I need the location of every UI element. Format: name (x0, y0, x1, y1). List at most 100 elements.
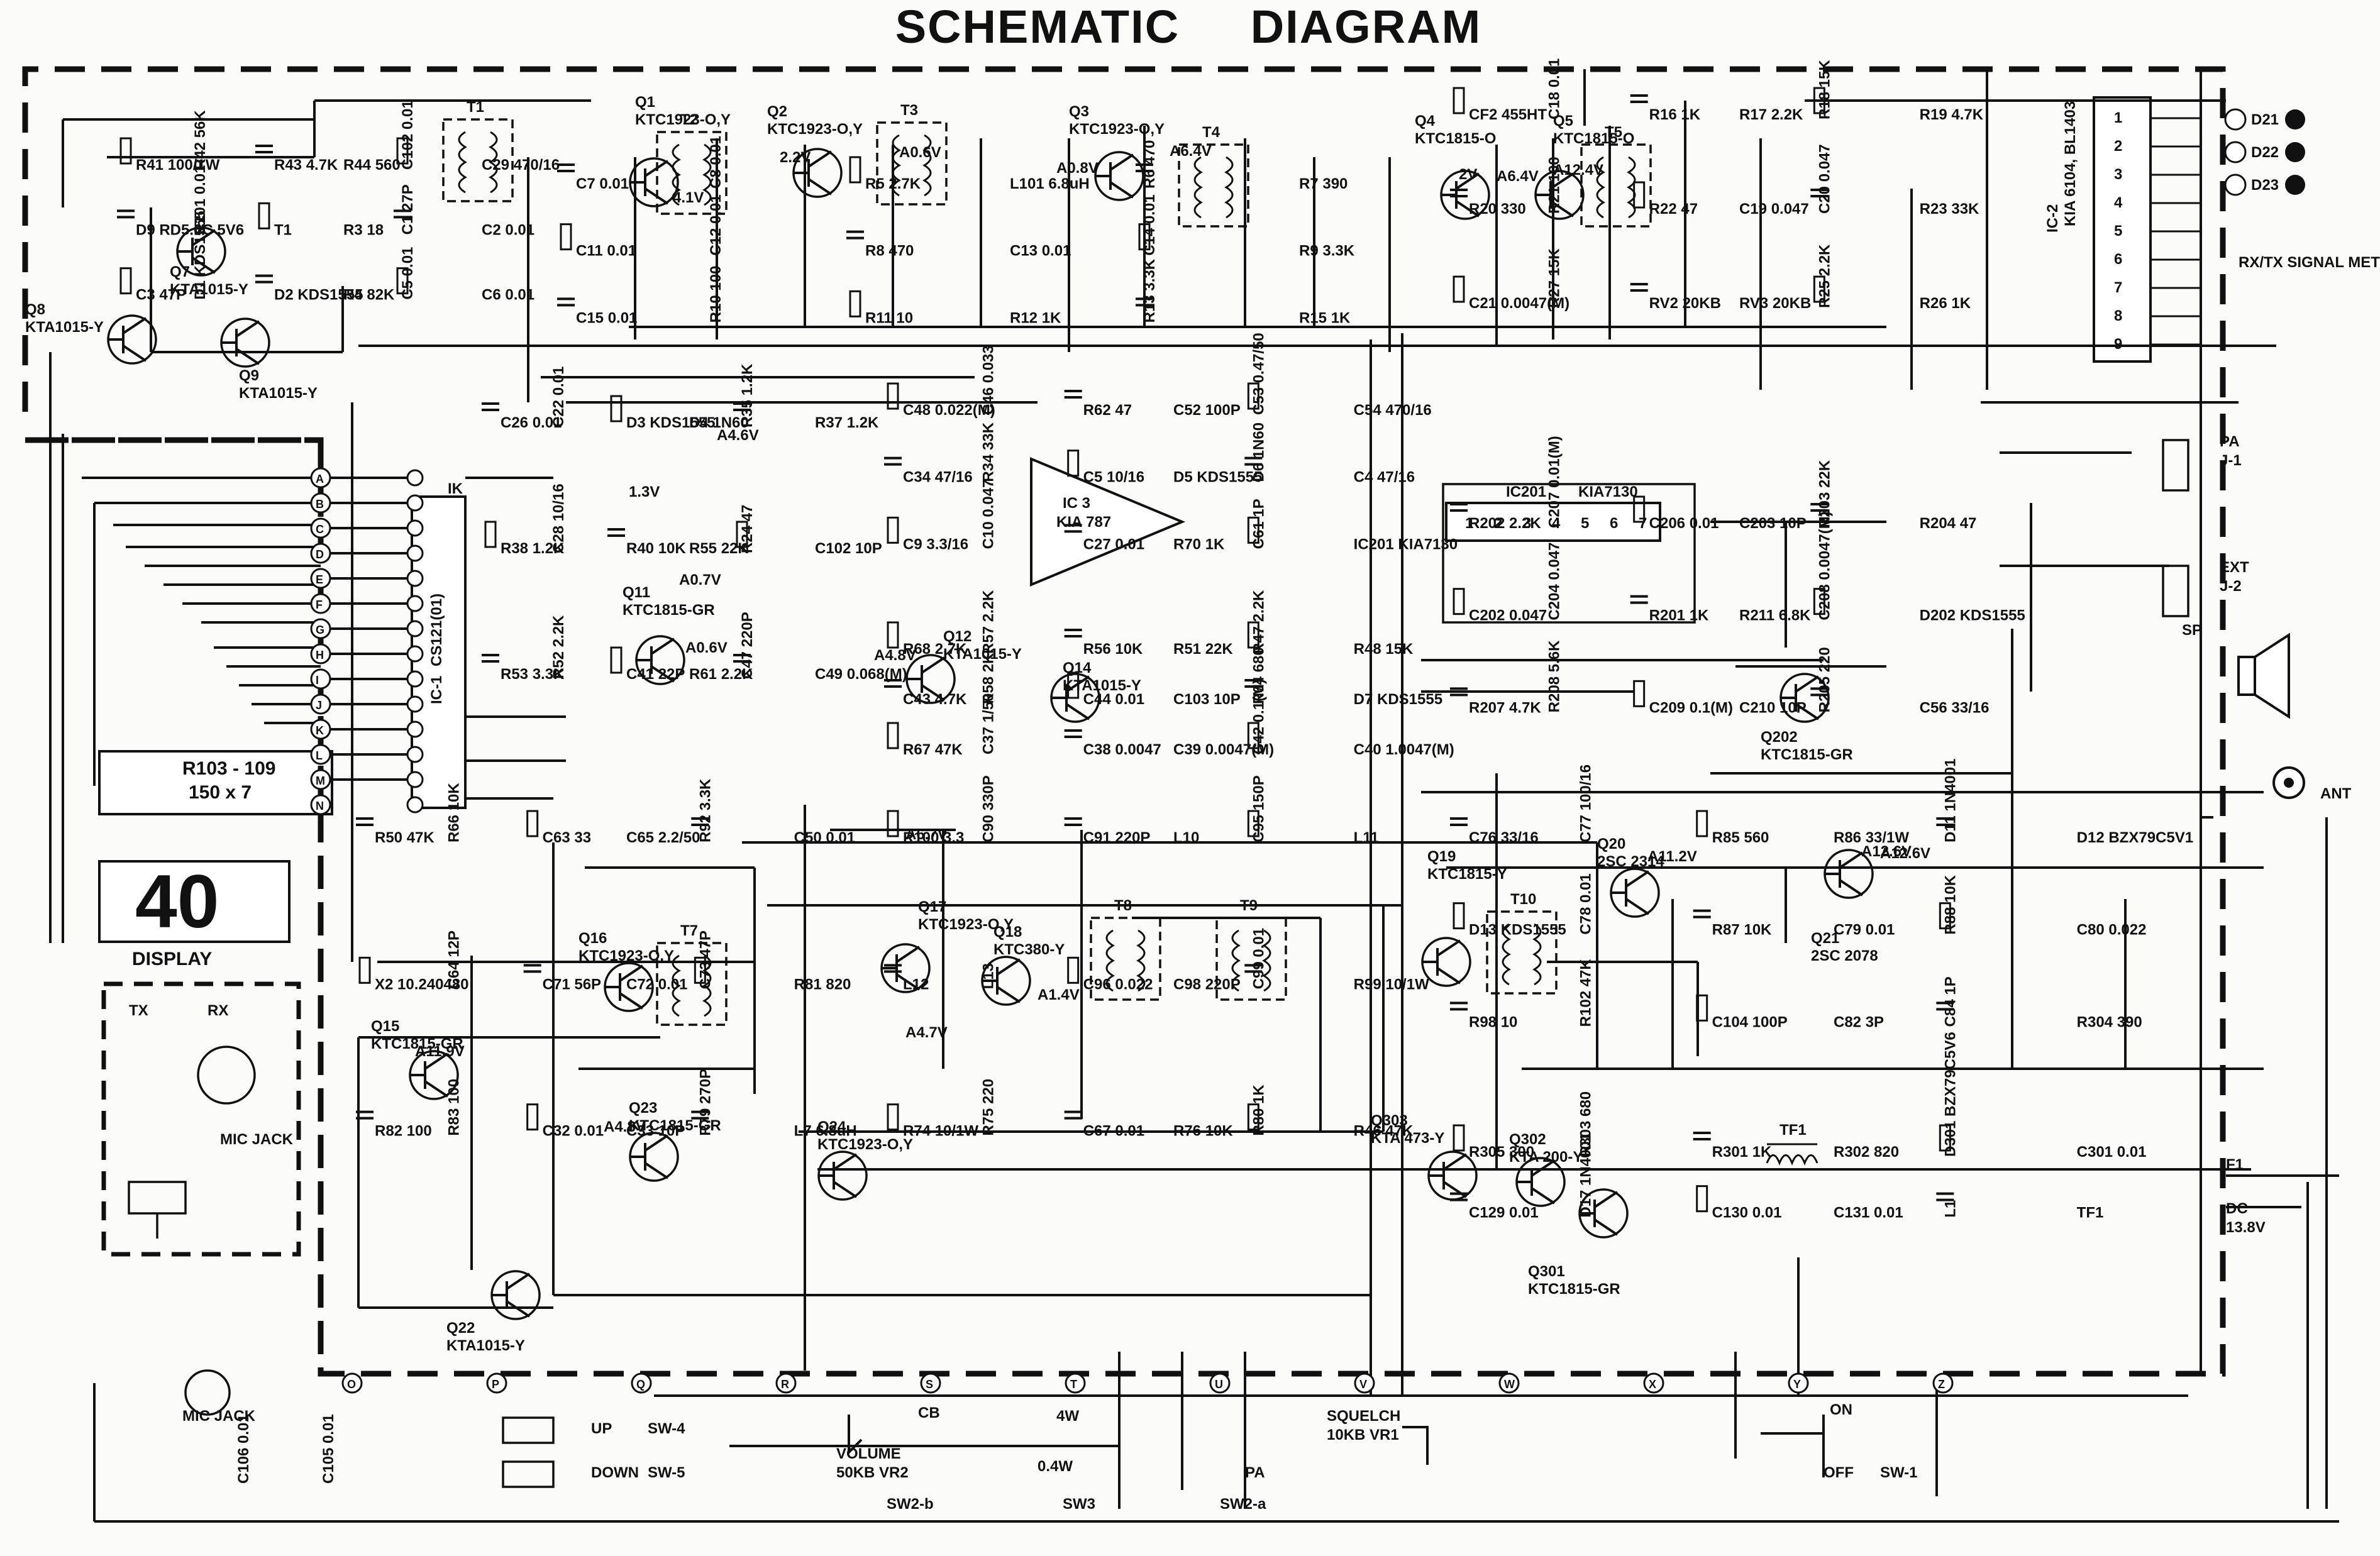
pin-letter: G (316, 624, 324, 636)
transformer-t10: T10 (1486, 891, 1558, 995)
component-56: D3 KDS1555 (610, 395, 715, 431)
voltage-label: A4.8V (874, 647, 916, 664)
component-label: D12 BZX79C5V1 (2077, 829, 2193, 846)
pin-letter: X (1649, 1378, 1656, 1391)
voltage-label: A12.6V (1880, 845, 1930, 862)
ic3-part: KIA 787 (1056, 514, 1111, 531)
c106-label: C106 0.01 (235, 1414, 252, 1484)
component-label: R35 1.2K (739, 363, 756, 428)
pin-v (1354, 1372, 1375, 1394)
component-135: C72 0.01 (626, 976, 687, 993)
pin-t (1065, 1372, 1086, 1394)
control-ref: 10KB VR1 (1327, 1426, 1399, 1443)
emitter-lead (619, 992, 644, 1010)
pin-letter: E (316, 573, 323, 586)
pin-y (1788, 1372, 1809, 1394)
pin-letter: J (316, 699, 322, 712)
component-label: C48 0.022(M) (903, 402, 995, 419)
primary-coil (1231, 929, 1241, 992)
component-label: C208 0.0047(M) (1816, 511, 1833, 620)
resistor-body (1813, 588, 1825, 615)
ic1-pin-dot (406, 595, 424, 612)
component-3: R44 560 (343, 157, 401, 174)
ic1-pin-dot (406, 645, 424, 663)
component-label: D3 KDS1555 (626, 414, 715, 431)
component-label: C104 100P (1712, 1013, 1788, 1030)
ic201-pin-3: 3 (1523, 515, 1531, 532)
component-130: R92 3.3K (691, 778, 714, 842)
transistor-part: KTC1923-O,Y (918, 916, 1014, 933)
component-97: C204 0.047 (1546, 543, 1563, 621)
mic-jack-outline (101, 981, 301, 1257)
ic2-pin-8: 8 (2114, 307, 2122, 324)
component-88: C61 1P (1247, 499, 1267, 549)
component-186: C129 0.01 (1450, 1192, 1539, 1222)
resistor-body (610, 395, 623, 422)
component-19: C8 0.01 (707, 136, 724, 189)
transformer-can (876, 121, 948, 206)
component-label: R99 10/1W (1354, 976, 1429, 993)
voltage-label: A0.6V (899, 144, 941, 161)
jack-ext-sub: J-2 (2220, 578, 2242, 595)
emitter-lead (1109, 181, 1134, 199)
emitter-lead (644, 187, 669, 205)
component-154: C99 0.01 (1244, 928, 1267, 989)
component-label: C96 0.022 (1083, 976, 1153, 993)
emitter-lead (1593, 1218, 1619, 1236)
ic2-pin-9: 9 (2114, 336, 2122, 353)
component-69: R61 2.2K (689, 666, 753, 683)
component-label: C38 0.0047 (1083, 741, 1161, 758)
component-75: C52 100P (1173, 402, 1241, 419)
component-label: D13 KDS1555 (1469, 922, 1566, 939)
collector-lead (807, 150, 833, 168)
component-136: C73 47P (694, 930, 714, 989)
component-label: C131 0.01 (1834, 1205, 1903, 1222)
component-label: RV3 20KB (1739, 295, 1811, 312)
component-label: T1 (274, 221, 292, 238)
component-52: R25 2.2K (1813, 244, 1833, 308)
component-label: R202 2.2K (1469, 515, 1541, 532)
transistor-part: KTA1015-Y (239, 385, 318, 402)
component-29: R9 3.3K (1299, 243, 1355, 260)
component-label: C99 0.01 (1250, 928, 1267, 989)
component-label: R18 15K (1816, 60, 1833, 119)
control-up-label: UP (591, 1420, 612, 1437)
component-0: R41 100/1W (119, 137, 220, 174)
resistor-body (849, 156, 861, 184)
resistor-body (1696, 994, 1708, 1022)
component-177: C82 3P (1834, 1013, 1884, 1030)
component-label: R52 2.2K (550, 615, 567, 679)
component-36: CF2 455HT (1453, 87, 1547, 123)
component-label: R68 2.7K (903, 641, 967, 658)
collector-lead (644, 1134, 669, 1152)
control-squelch-label: SQUELCH (1327, 1408, 1400, 1425)
component-165: R86 33/1W (1834, 829, 1909, 846)
resistor-body (1247, 810, 1259, 837)
transformer-t4: T4 (1178, 124, 1249, 228)
control-down-label: DOWN (591, 1464, 639, 1481)
transistor-ref: Q303 (1371, 1112, 1408, 1129)
component-label: R40 10K (626, 540, 686, 557)
component-label: D17 1N4001 (1577, 1133, 1594, 1218)
component-label: L101 6.8uH (1010, 175, 1090, 192)
pin-g (310, 618, 331, 639)
transformer-label: T2 (680, 111, 698, 128)
pin-letter: V (1359, 1378, 1367, 1391)
resistor-body (887, 722, 899, 749)
pin-letter: O (347, 1378, 356, 1391)
ic2-ref: IC-2 (2044, 204, 2061, 233)
transistor-ref: Q17 (918, 898, 946, 915)
component-40: R18 15K (1813, 60, 1833, 119)
component-80: C5 10/16 (1067, 450, 1144, 486)
component-label: R41 100/1W (136, 157, 220, 174)
ic2-pin-5: 5 (2114, 223, 2122, 240)
component-156: R74 10/1W (887, 1103, 978, 1140)
voltage-label: A0.7V (679, 571, 721, 588)
transistor-ref: Q23 (629, 1100, 657, 1117)
